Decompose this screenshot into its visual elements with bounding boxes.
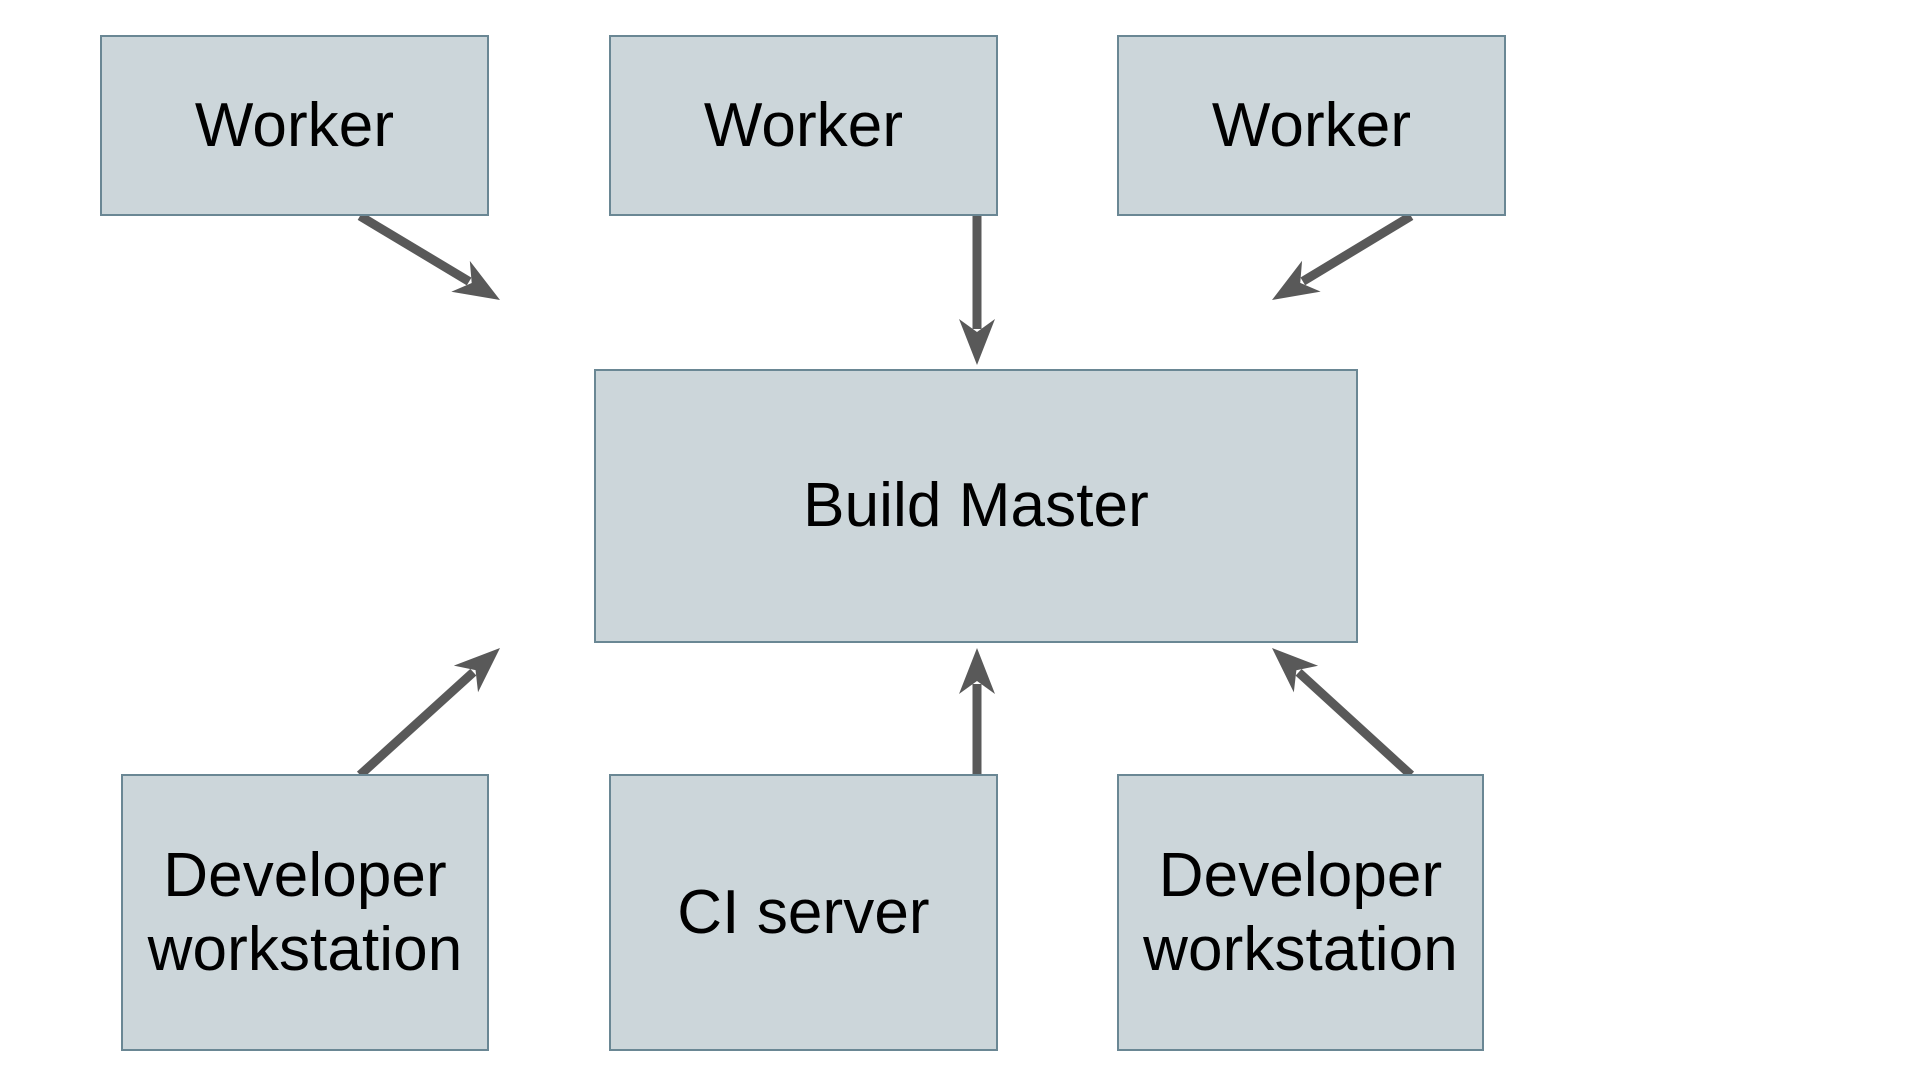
edge-developer-workstation-left-to-build-master xyxy=(356,648,500,779)
edge-arrowhead-icon xyxy=(451,260,500,300)
node-worker-3[interactable]: Worker xyxy=(1117,35,1506,216)
edge-line xyxy=(356,668,477,779)
node-label-build-master: Build Master xyxy=(803,471,1149,541)
node-worker-1[interactable]: Worker xyxy=(100,35,489,216)
node-label-worker-2: Worker xyxy=(703,90,904,160)
node-worker-2[interactable]: Worker xyxy=(609,35,998,216)
edge-arrowhead-icon xyxy=(1272,260,1321,300)
edge-line xyxy=(1300,212,1414,286)
edge-line xyxy=(357,212,472,286)
edge-arrowhead-icon xyxy=(959,319,995,365)
edge-arrowhead-icon xyxy=(1272,648,1319,693)
node-developer-workstation-left[interactable]: Developer workstation xyxy=(121,774,489,1051)
edge-line xyxy=(1295,668,1415,779)
node-label-ci-server: CI server xyxy=(677,877,930,947)
edge-arrowhead-icon xyxy=(453,648,500,693)
edge-worker-3-to-build-master xyxy=(1272,212,1414,300)
node-label-developer-workstation-left: Developer workstation xyxy=(147,841,463,984)
node-label-developer-workstation-right: Developer workstation xyxy=(1143,841,1458,984)
edge-worker-1-to-build-master xyxy=(357,212,500,300)
edge-developer-workstation-right-to-build-master xyxy=(1272,648,1415,779)
edge-arrowhead-icon xyxy=(959,648,995,694)
edge-worker-2-to-build-master xyxy=(959,216,995,365)
node-label-worker-1: Worker xyxy=(194,90,395,160)
node-build-master[interactable]: Build Master xyxy=(594,369,1358,643)
node-developer-workstation-right[interactable]: Developer workstation xyxy=(1117,774,1484,1051)
edge-ci-server-to-build-master xyxy=(959,648,995,775)
node-ci-server[interactable]: CI server xyxy=(609,774,998,1051)
node-label-worker-3: Worker xyxy=(1211,90,1412,160)
